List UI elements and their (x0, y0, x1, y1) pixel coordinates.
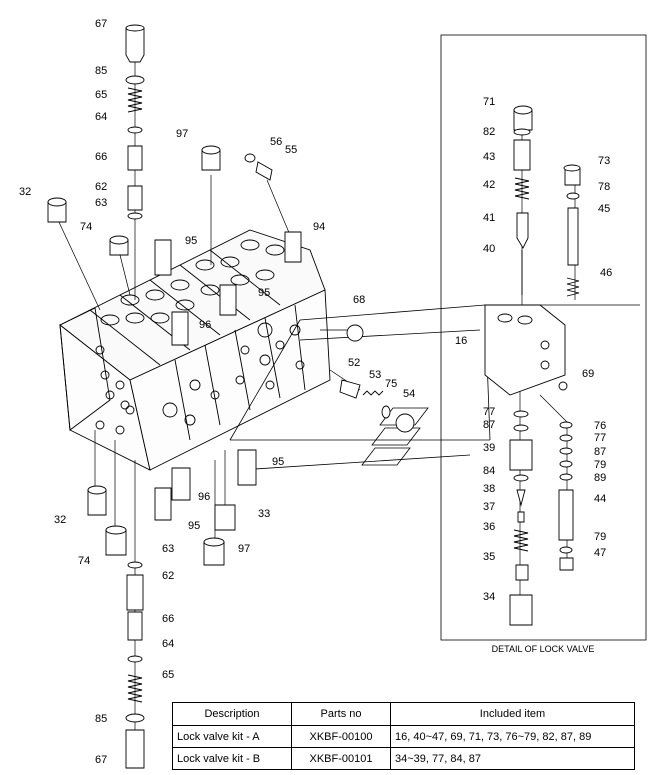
callout-94: 94 (313, 221, 325, 233)
callout-43: 43 (483, 151, 495, 163)
callout-96-a: 96 (199, 319, 211, 331)
callout-85-top: 85 (95, 65, 107, 77)
row-description: Lock valve kit - B (172, 747, 292, 770)
parts-kit-table: Description Parts no Included item Lock … (172, 702, 635, 770)
row-included-item: 34~39, 77, 84, 87 (390, 747, 635, 770)
callout-87-right: 87 (594, 446, 606, 458)
header-included-item: Included item (390, 702, 635, 726)
callout-84: 84 (483, 465, 495, 477)
callout-35: 35 (483, 551, 495, 563)
table-row: Lock valve kit - B XKBF-00101 34~39, 77,… (172, 747, 635, 770)
callout-64-bottom: 64 (162, 638, 174, 650)
callout-32-top: 32 (19, 186, 31, 198)
callout-36: 36 (483, 521, 495, 533)
misc-parts (47, 145, 415, 566)
callout-53: 53 (369, 369, 381, 381)
callout-63-bottom: 63 (162, 543, 174, 555)
callout-64-top: 64 (95, 111, 107, 123)
callout-52: 52 (348, 357, 360, 369)
table-row: Lock valve kit - A XKBF-00100 16, 40~47,… (172, 725, 635, 748)
callout-46: 46 (600, 267, 612, 279)
row-parts-no: XKBF-00101 (291, 747, 391, 770)
lock-valve-parts (484, 105, 581, 626)
callout-54: 54 (403, 388, 415, 400)
callout-44: 44 (594, 493, 606, 505)
callout-66-top: 66 (95, 151, 107, 163)
row-included-item: 16, 40~47, 69, 71, 73, 76~79, 82, 87, 89 (390, 725, 635, 748)
callout-33: 33 (258, 508, 270, 520)
callout-16: 16 (455, 335, 467, 347)
callout-65-bottom: 65 (162, 669, 174, 681)
callout-77-left: 77 (483, 406, 495, 418)
callout-74-top: 74 (80, 221, 92, 233)
row-parts-no: XKBF-00100 (291, 725, 391, 748)
callout-89: 89 (594, 472, 606, 484)
callout-76: 76 (594, 420, 606, 432)
callout-56: 56 (270, 136, 282, 148)
callout-labels: 67 85 65 64 66 62 63 32 74 97 56 55 95 9… (19, 18, 612, 766)
header-description: Description (172, 702, 292, 726)
callout-97-top: 97 (176, 128, 188, 140)
callout-67-bottom: 67 (95, 754, 107, 766)
callout-95-a: 95 (185, 235, 197, 247)
callout-74-bottom: 74 (78, 555, 90, 567)
callout-79-lower: 79 (594, 531, 606, 543)
callout-41: 41 (483, 212, 495, 224)
callout-45: 45 (598, 203, 610, 215)
detail-frame (440, 34, 647, 641)
callout-47: 47 (594, 547, 606, 559)
callout-39: 39 (483, 442, 495, 454)
callout-62-bottom: 62 (162, 570, 174, 582)
row-description: Lock valve kit - A (172, 725, 292, 748)
callout-66-bottom: 66 (162, 613, 174, 625)
callout-65-top: 65 (95, 89, 107, 101)
callout-67-top: 67 (95, 18, 107, 30)
detail-title: DETAIL OF LOCK VALVE (492, 644, 595, 654)
callout-82: 82 (483, 126, 495, 138)
table-header-row: Description Parts no Included item (172, 702, 635, 726)
callout-55: 55 (285, 144, 297, 156)
callout-63-top: 63 (95, 197, 107, 209)
callout-62-top: 62 (95, 181, 107, 193)
callout-77-right: 77 (594, 432, 606, 444)
callout-78: 78 (598, 181, 610, 193)
main-valve-block (59, 229, 331, 471)
callout-87-left: 87 (483, 419, 495, 431)
header-parts-no: Parts no (291, 702, 391, 726)
callout-95-b: 95 (258, 287, 270, 299)
callout-34: 34 (483, 591, 495, 603)
callout-38: 38 (483, 483, 495, 495)
callout-79-upper: 79 (594, 459, 606, 471)
callout-96-b: 96 (198, 491, 210, 503)
callout-95-c: 95 (272, 456, 284, 468)
callout-71: 71 (483, 96, 495, 108)
callout-68: 68 (353, 294, 365, 306)
callout-69: 69 (582, 368, 594, 380)
callout-37: 37 (483, 501, 495, 513)
callout-73: 73 (598, 155, 610, 167)
callout-75: 75 (385, 378, 397, 390)
callout-32-bottom: 32 (54, 514, 66, 526)
callout-40: 40 (483, 243, 495, 255)
callout-97-bottom: 97 (238, 543, 250, 555)
left-top-stack (125, 24, 145, 220)
callout-42: 42 (483, 179, 495, 191)
callout-95-d: 95 (188, 520, 200, 532)
left-bottom-stack (125, 561, 145, 769)
callout-85-bottom: 85 (95, 713, 107, 725)
